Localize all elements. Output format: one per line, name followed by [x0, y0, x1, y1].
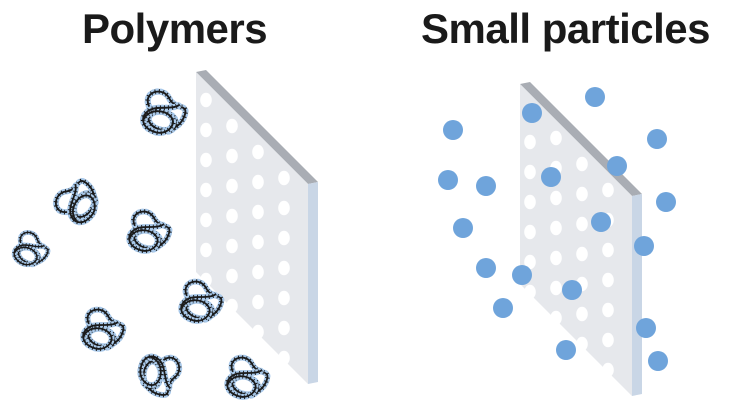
membrane-pore: [226, 328, 238, 344]
membrane-pore: [278, 170, 290, 186]
particle-dot: [634, 236, 654, 256]
membrane-pore: [550, 280, 562, 296]
membrane-pore: [524, 224, 536, 240]
membrane-pore: [576, 336, 588, 352]
polymer-coil: [83, 310, 123, 349]
membrane-pore: [278, 260, 290, 276]
membrane-pore: [200, 212, 212, 228]
membrane-pore: [576, 186, 588, 202]
particle-dot: [438, 170, 458, 190]
membrane-pore: [226, 208, 238, 224]
membrane-pore: [602, 272, 614, 288]
membrane-pore: [602, 182, 614, 198]
membrane-pore: [200, 242, 212, 258]
polymer-coil: [13, 231, 51, 269]
particle-dot: [648, 351, 668, 371]
membrane-pore: [226, 148, 238, 164]
membrane-pore: [576, 156, 588, 172]
membrane-pore: [576, 216, 588, 232]
membrane-pore: [278, 290, 290, 306]
membrane-pore: [252, 234, 264, 250]
membrane-pore: [252, 264, 264, 280]
membrane-pore: [200, 182, 212, 198]
membrane-pore: [226, 298, 238, 314]
particle-dot: [591, 212, 611, 232]
membrane-pore: [550, 310, 562, 326]
particle-dot: [512, 265, 532, 285]
particle-dot: [493, 298, 513, 318]
membrane-pore: [252, 294, 264, 310]
membrane-pore: [602, 332, 614, 348]
particle-dot: [656, 192, 676, 212]
membrane-pore: [524, 284, 536, 300]
membrane-pore: [524, 314, 536, 330]
polymer-coil: [129, 212, 169, 251]
membrane-pore: [524, 194, 536, 210]
particle-dot: [522, 103, 542, 123]
membrane-pore: [524, 254, 536, 270]
membrane-pore: [550, 250, 562, 266]
polymer-coil: [138, 352, 184, 398]
particle-dot: [476, 258, 496, 278]
membrane-pore: [576, 366, 588, 382]
particle-dot: [476, 176, 496, 196]
membrane-pore: [550, 190, 562, 206]
membrane-pore: [576, 306, 588, 322]
particle-dot: [453, 218, 473, 238]
membrane-pore: [278, 230, 290, 246]
particle-dot: [585, 87, 605, 107]
membrane-pore: [200, 92, 212, 108]
membrane-pore: [226, 238, 238, 254]
polymer-coil: [143, 92, 185, 133]
membrane-pore: [278, 380, 290, 396]
particle-dot: [562, 280, 582, 300]
particle-dot: [636, 318, 656, 338]
membrane-pore: [252, 144, 264, 160]
membrane-pore: [576, 246, 588, 262]
particle-dot: [556, 340, 576, 360]
membrane-pore: [226, 178, 238, 194]
small-particles-title: Small particles: [421, 5, 710, 52]
particle-dot: [647, 129, 667, 149]
membrane-pore: [278, 200, 290, 216]
membrane-pore: [524, 164, 536, 180]
membrane-pore: [252, 174, 264, 190]
membrane-pore: [226, 118, 238, 134]
membrane-pore: [602, 392, 614, 408]
polymer-coil: [52, 175, 103, 226]
left-membrane: [196, 70, 318, 396]
membrane-pore: [550, 220, 562, 236]
right-membrane: [520, 82, 642, 408]
particle-group: [438, 87, 676, 371]
particle-dot: [607, 156, 627, 176]
particle-dot: [443, 120, 463, 140]
membrane-pore: [602, 242, 614, 258]
particle-dot: [541, 167, 561, 187]
membrane-pore: [252, 204, 264, 220]
left-membrane-pores: [200, 92, 290, 396]
membrane-pore: [278, 350, 290, 366]
membrane-pore: [524, 134, 536, 150]
membrane-pore: [226, 268, 238, 284]
right-membrane-pores: [524, 104, 614, 408]
membrane-pore: [200, 122, 212, 138]
membrane-pore: [252, 324, 264, 340]
membrane-pore: [602, 302, 614, 318]
membrane-pore: [200, 152, 212, 168]
membrane-pore: [550, 130, 562, 146]
membrane-pore: [602, 362, 614, 378]
membrane-pore: [278, 320, 290, 336]
polymers-title: Polymers: [82, 5, 268, 52]
